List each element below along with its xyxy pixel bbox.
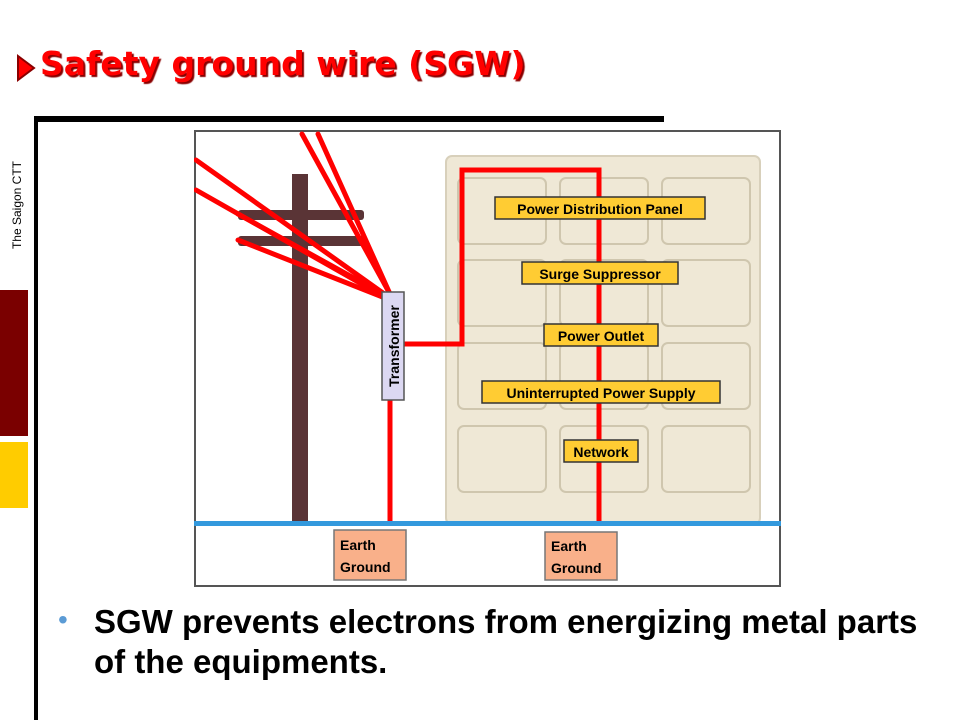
service-wire (392, 167, 602, 522)
transformer-label: Transformer (386, 305, 402, 387)
power-outlet-label: Power Outlet (558, 328, 645, 344)
side-label: The Saigon CTT (10, 160, 24, 250)
bullet-marker-icon: • (58, 604, 68, 635)
power-distribution-panel-label: Power Distribution Panel (517, 201, 683, 217)
slide-title: Safety ground wire (SGW) (40, 44, 526, 83)
power-lines (194, 131, 393, 303)
cabinet-cells (457, 177, 751, 493)
earth-ground-2-line2: Ground (551, 560, 602, 576)
power-outlet-box (543, 323, 659, 347)
network-box (563, 439, 639, 463)
network-label: Network (573, 444, 628, 460)
power-distribution-panel-box (494, 196, 706, 220)
left-divider (34, 116, 38, 720)
earth-ground-1-line1: Earth (340, 537, 376, 553)
title-divider (34, 116, 664, 122)
pole-crossarm-bottom (238, 236, 364, 246)
title-arrow-icon (17, 54, 36, 82)
surge-suppressor-box (521, 261, 679, 285)
sgw-diagram: Transformer Power Distribution Panel Sur… (194, 130, 781, 587)
utility-pole (292, 174, 308, 524)
earth-ground-1-box (333, 529, 407, 581)
ups-label: Uninterrupted Power Supply (506, 385, 695, 401)
earth-ground-2-box (544, 531, 618, 581)
side-band-red (0, 290, 28, 436)
ups-box (481, 380, 721, 404)
surge-suppressor-label: Surge Suppressor (539, 266, 661, 282)
ground-surface-line (194, 521, 781, 526)
transformer-box (381, 291, 405, 401)
bullet-text: SGW prevents electrons from energizing m… (94, 603, 918, 680)
side-band-yellow (0, 442, 28, 508)
earth-ground-1-line2: Ground (340, 559, 391, 575)
earth-ground-2-line1: Earth (551, 538, 587, 554)
side-bar (0, 124, 28, 284)
